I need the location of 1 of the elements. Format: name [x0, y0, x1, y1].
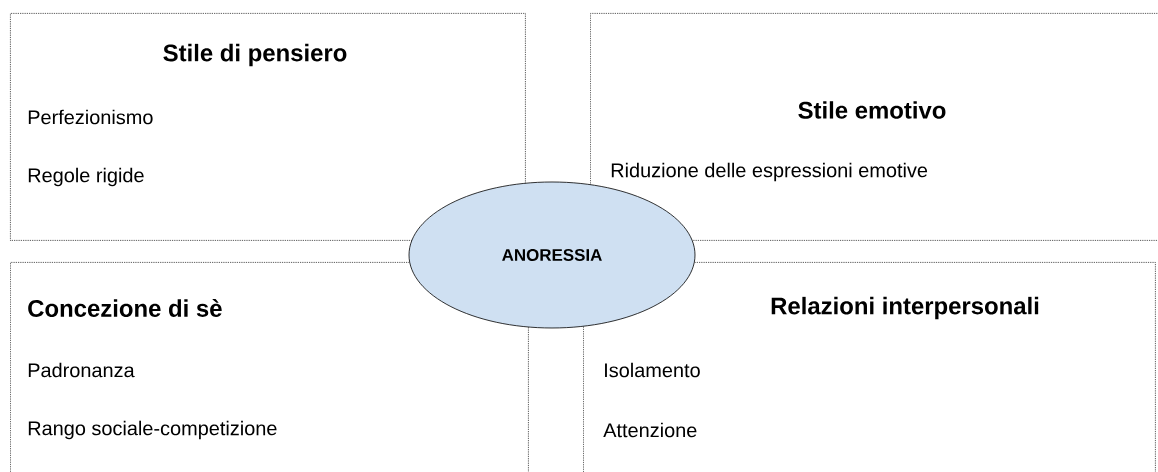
text-box: Stile di pensiero Perfezionismo Regole rigide	[10, 13, 526, 241]
